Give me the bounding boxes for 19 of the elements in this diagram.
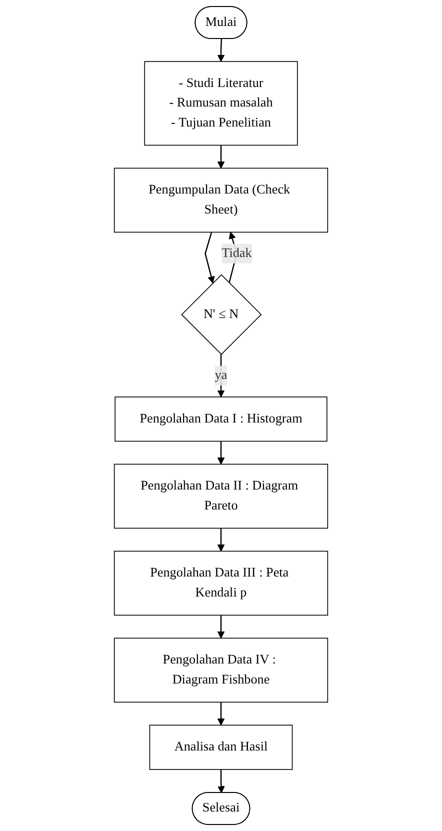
- arrow: [217, 528, 225, 552]
- arrow: [217, 145, 225, 169]
- arrow: [217, 441, 225, 465]
- node-box: Pengumpulan Data (Check Sheet): [114, 168, 328, 233]
- node-box: - Studi Literatur - Rumusan masalah - Tujuan Penelitian: [144, 61, 298, 146]
- arrow: [204, 232, 215, 284]
- node-box: Pengolahan Data III : Peta Kendali p: [114, 550, 328, 616]
- node-box: Analisa dan Hasil: [149, 724, 293, 770]
- arrow: [217, 615, 225, 638]
- arrow: [217, 702, 225, 726]
- edge-label: ya: [214, 368, 228, 382]
- node-diamond: N' ≤ N: [181, 274, 262, 355]
- arrow: [217, 354, 225, 398]
- node-box: Pengolahan Data I : Histogram: [114, 396, 328, 442]
- arrow: [218, 769, 225, 794]
- node-box: Pengolahan Data IV : Diagram Fishbone: [114, 638, 328, 703]
- arrow: [217, 38, 225, 62]
- edge-label: Tidak: [222, 246, 252, 260]
- node-box: Pengolahan Data II : Diagram Pareto: [114, 464, 328, 529]
